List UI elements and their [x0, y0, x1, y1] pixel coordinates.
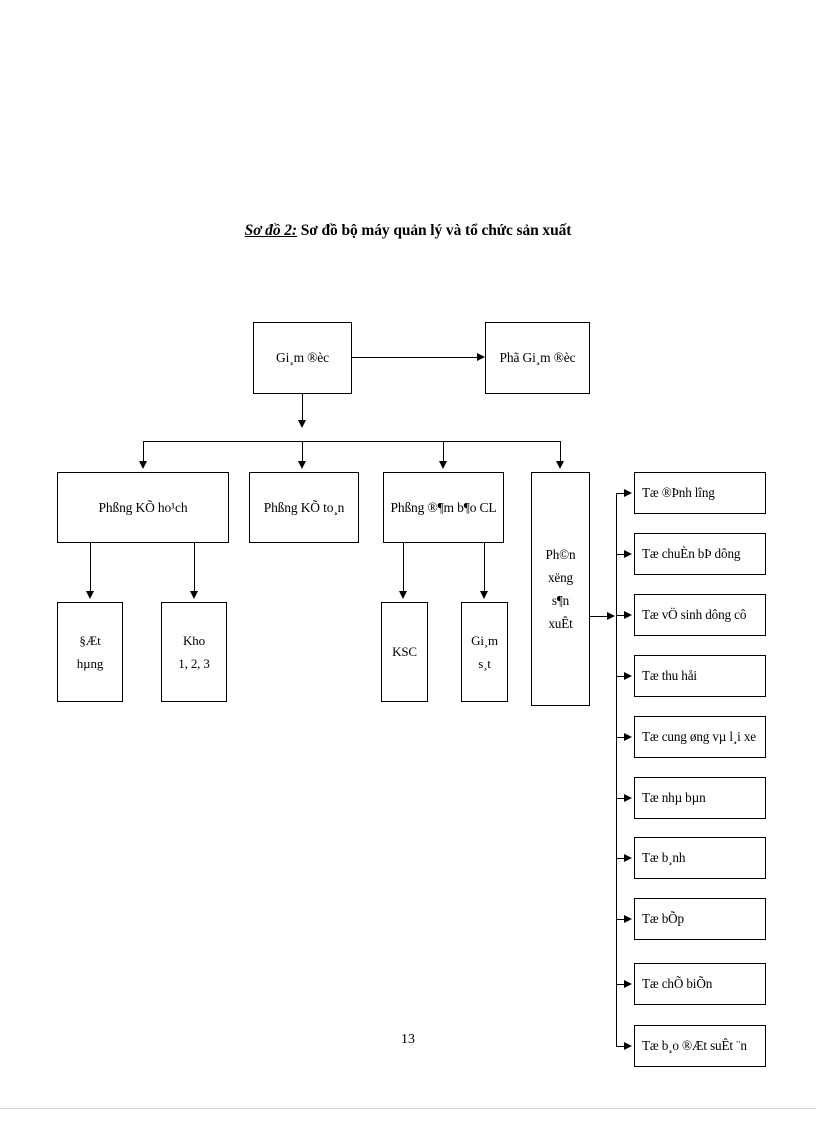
node-to-3-label: Tæ vÖ sinh dông cô	[642, 607, 747, 623]
node-kho-line1: Kho	[183, 633, 205, 648]
node-to-10[interactable]: Tæ b¸o ®Æt suÊt ¨n	[634, 1025, 766, 1067]
node-ksc[interactable]: KSC	[381, 602, 428, 702]
node-to-8[interactable]: Tæ bÕp	[634, 898, 766, 940]
page-title: Sơ đồ 2: Sơ đồ bộ máy quản lý và tổ chức…	[0, 222, 816, 240]
edge-spine-to-10	[616, 1046, 626, 1048]
edge-spine-to-5-arrowhead	[624, 733, 632, 741]
edge-phanxuong-to-bus	[590, 616, 610, 618]
node-giam-sat-line1: Gi¸m	[471, 633, 498, 648]
node-to-3[interactable]: Tæ vÖ sinh dông cô	[634, 594, 766, 636]
node-to-2[interactable]: Tæ chuÈn bÞ dông	[634, 533, 766, 575]
node-to-1[interactable]: Tæ ®Þnh lîng	[634, 472, 766, 514]
node-to-1-label: Tæ ®Þnh lîng	[642, 485, 715, 501]
node-to-7-label: Tæ b¸nh	[642, 850, 686, 866]
node-to-6-label: Tæ nhµ bµn	[642, 790, 706, 806]
node-giam-doc-label: Gi¸m ®èc	[276, 350, 329, 366]
edge-spine-to-8-arrowhead	[624, 915, 632, 923]
edge-dambaocl-ksc	[403, 543, 405, 595]
edge-spine-to-7	[616, 858, 626, 860]
node-phong-ke-hoach-label: Phßng KÕ ho¹ch	[98, 499, 188, 515]
edge-giamdoc-trunk	[302, 394, 304, 424]
title-label: Sơ đồ 2:	[244, 222, 297, 239]
node-dat-hang[interactable]: §Æt hµng	[57, 602, 123, 702]
edge-spine-to-7-arrowhead	[624, 854, 632, 862]
node-phong-ke-toan-label: Phßng KÕ to¸n	[263, 499, 345, 515]
bus-drop-phong-ke-toan-arrowhead	[297, 461, 306, 469]
edge-spine-to-8	[616, 919, 626, 921]
edge-spine-to-1	[616, 493, 626, 495]
edge-spine-to-3	[616, 615, 626, 617]
node-to-4-label: Tæ thu håi	[642, 668, 697, 684]
node-phan-xuong-san-xuat[interactable]: Ph©n xëng s¶n xuÊt	[531, 472, 590, 706]
node-phong-ke-hoach[interactable]: Phßng KÕ ho¹ch	[57, 472, 229, 543]
node-to-5[interactable]: Tæ cung øng vµ l¸i xe	[634, 716, 766, 758]
node-to-8-label: Tæ bÕp	[642, 911, 684, 927]
to-list-spine	[616, 493, 618, 1047]
edge-spine-to-6	[616, 798, 626, 800]
edge-kehoach-kho	[194, 543, 196, 595]
edge-dambaocl-giamsat	[484, 543, 486, 595]
distribution-bus	[143, 441, 561, 443]
node-kho-line2: 1, 2, 3	[178, 656, 210, 671]
node-to-7[interactable]: Tæ b¸nh	[634, 837, 766, 879]
edge-dambaocl-ksc-arrowhead	[398, 591, 407, 599]
node-kho[interactable]: Kho 1, 2, 3	[161, 602, 227, 702]
edge-giamdoc-phogiamdoc	[352, 357, 478, 359]
bus-drop-phong-dam-bao-cl-arrowhead	[438, 461, 447, 469]
edge-spine-to-5	[616, 737, 626, 739]
node-to-5-label: Tæ cung øng vµ l¸i xe	[642, 729, 756, 745]
edge-giamdoc-trunk-arrowhead	[297, 420, 306, 428]
node-phan-xuong-line3: s¶n	[551, 593, 570, 608]
edge-spine-to-10-arrowhead	[624, 1042, 632, 1050]
edge-spine-to-4	[616, 676, 626, 678]
node-pho-giam-doc-label: Phã Gi¸m ®èc	[499, 350, 576, 366]
edge-spine-to-9	[616, 984, 626, 986]
node-phong-dam-bao-cl[interactable]: Phßng ®¶m b¶o CL	[383, 472, 504, 543]
edge-kehoach-dathang	[90, 543, 92, 595]
node-to-9-label: Tæ chÕ biÕn	[642, 976, 713, 992]
edge-spine-to-2-arrowhead	[624, 550, 632, 558]
edge-spine-to-4-arrowhead	[624, 672, 632, 680]
edge-kehoach-dathang-arrowhead	[85, 591, 94, 599]
node-pho-giam-doc[interactable]: Phã Gi¸m ®èc	[485, 322, 590, 394]
node-phan-xuong-line2: xëng	[547, 569, 574, 585]
edge-spine-to-3-arrowhead	[624, 611, 632, 619]
bus-drop-phong-ke-toan	[302, 441, 304, 465]
node-to-4[interactable]: Tæ thu håi	[634, 655, 766, 697]
bus-drop-phong-ke-hoach	[143, 441, 145, 465]
node-to-6[interactable]: Tæ nhµ bµn	[634, 777, 766, 819]
bus-drop-phong-dam-bao-cl	[443, 441, 445, 465]
node-giam-sat[interactable]: Gi¸m s¸t	[461, 602, 508, 702]
node-dat-hang-line1: §Æt	[79, 633, 101, 648]
node-giam-doc[interactable]: Gi¸m ®èc	[253, 322, 352, 394]
title-text: Sơ đồ bộ máy quản lý và tổ chức sản xuất	[296, 222, 572, 239]
edge-giamdoc-phogiamdoc-arrowhead	[477, 353, 485, 361]
node-giam-sat-line2: s¸t	[478, 656, 491, 671]
edge-dambaocl-giamsat-arrowhead	[479, 591, 488, 599]
page-number: 13	[401, 1032, 415, 1047]
node-ksc-label: KSC	[392, 643, 417, 659]
node-dat-hang-line2: hµng	[76, 656, 104, 671]
node-to-10-label: Tæ b¸o ®Æt suÊt ¨n	[642, 1038, 747, 1054]
node-to-9[interactable]: Tæ chÕ biÕn	[634, 963, 766, 1005]
bus-drop-phan-xuong	[560, 441, 562, 465]
node-to-2-label: Tæ chuÈn bÞ dông	[642, 546, 741, 562]
edge-kehoach-kho-arrowhead	[189, 591, 198, 599]
edge-spine-to-6-arrowhead	[624, 794, 632, 802]
bus-drop-phan-xuong-arrowhead	[555, 461, 564, 469]
edge-spine-to-1-arrowhead	[624, 489, 632, 497]
edge-spine-to-9-arrowhead	[624, 980, 632, 988]
edge-spine-to-2	[616, 554, 626, 556]
node-phong-ke-toan[interactable]: Phßng KÕ to¸n	[249, 472, 359, 543]
node-phan-xuong-line1: Ph©n	[545, 546, 576, 562]
edge-phanxuong-to-bus-arrowhead	[607, 612, 615, 620]
node-phong-dam-bao-cl-label: Phßng ®¶m b¶o CL	[390, 499, 497, 515]
node-phan-xuong-line4: xuÊt	[548, 616, 573, 632]
bus-drop-phong-ke-hoach-arrowhead	[138, 461, 147, 469]
